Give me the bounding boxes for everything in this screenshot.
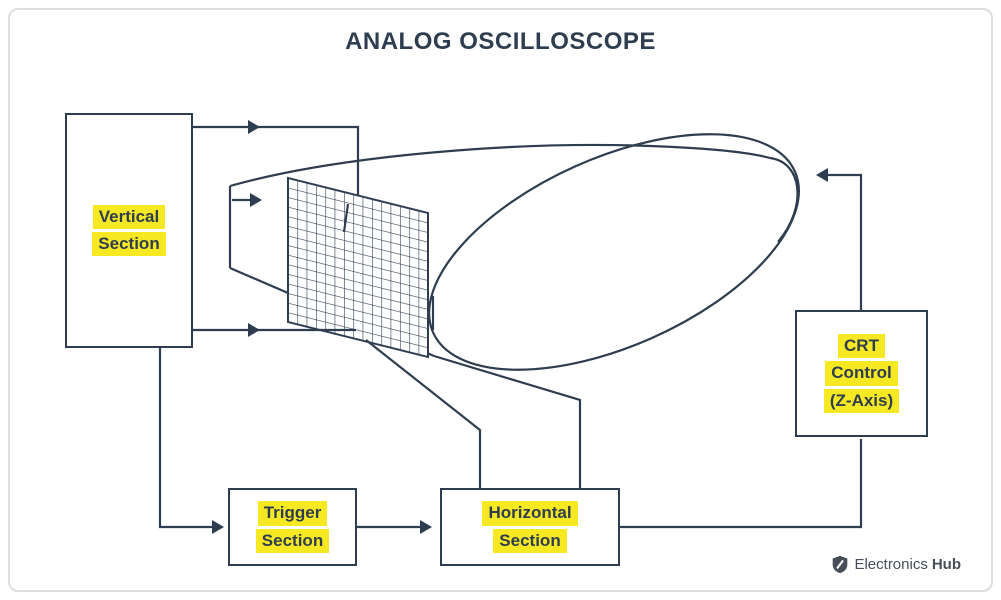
page-title: ANALOG OSCILLOSCOPE — [345, 28, 656, 55]
crt-control-label-line3: (Z-Axis) — [823, 388, 900, 413]
wire-horizontal-to-crt-control — [620, 439, 863, 529]
electronics-hub-logo-icon — [833, 555, 848, 574]
crt-top-edge — [229, 143, 771, 188]
trigger-section-label-line2: Section — [255, 528, 330, 553]
arrow-into-crt-gun — [816, 168, 828, 182]
crt-gun-cap — [769, 156, 799, 243]
arrow-beam — [250, 193, 262, 207]
deflection-plate-tick-top — [342, 203, 350, 233]
vertical-section-label-line2: Section — [92, 232, 166, 257]
wire-crt-control-to-gun — [828, 173, 863, 310]
vertical-section-label-line1: Vertical — [92, 204, 166, 229]
wires — [158, 125, 863, 529]
vertical-section-box: Vertical Section — [65, 113, 193, 348]
wire-vertical-top-plate — [193, 125, 360, 196]
arrow-into-trigger — [212, 520, 224, 534]
wire-horizontal-plate-a — [365, 339, 482, 488]
crt-control-label-line1: CRT — [838, 334, 885, 359]
wire-horizontal-plate-b — [433, 354, 582, 488]
arrowheads — [212, 120, 828, 534]
crt-control-box: CRT Control (Z-Axis) — [795, 310, 928, 437]
trigger-section-label-line1: Trigger — [257, 501, 328, 526]
trigger-section-box: Trigger Section — [228, 488, 357, 566]
horizontal-section-label-line1: Horizontal — [482, 501, 578, 526]
crt-control-label-line2: Control — [825, 361, 898, 386]
crt-screen-rim — [428, 133, 800, 371]
horizontal-section-label-line2: Section — [493, 528, 567, 553]
logo-text-hub: Hub — [931, 556, 961, 573]
arrow-top-plate — [248, 120, 260, 134]
arrow-into-horizontal — [420, 520, 432, 534]
logo-text-electronics: Electronics — [854, 556, 928, 573]
wire-vertical-to-trigger — [158, 348, 222, 529]
horizontal-section-box: Horizontal Section — [440, 488, 620, 566]
arrow-bottom-plate — [248, 323, 260, 337]
